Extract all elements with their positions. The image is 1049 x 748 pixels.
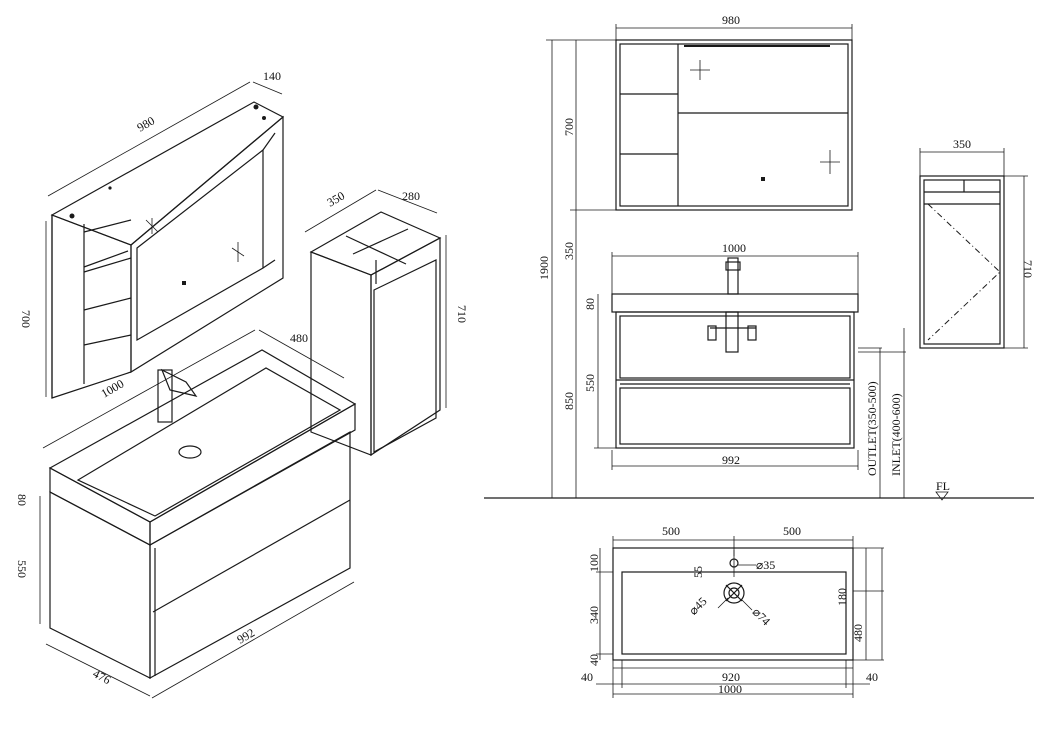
front-mirror-sensor bbox=[761, 177, 765, 181]
side-door-swing bbox=[927, 203, 1001, 341]
iso-side-dims bbox=[304, 189, 447, 408]
front-gap: 350 bbox=[562, 242, 576, 260]
iso-side-depth: 280 bbox=[402, 189, 420, 203]
front-outlet: OUTLET(350-500) bbox=[865, 381, 879, 476]
plan-top-margin: 100 bbox=[587, 554, 601, 572]
front-faucet bbox=[707, 257, 757, 353]
floor-marker bbox=[935, 491, 949, 501]
iso-vanity-width: 1000 bbox=[99, 376, 127, 400]
plan-right-margin: 40 bbox=[866, 670, 878, 684]
front-vanity-width: 1000 bbox=[722, 241, 746, 255]
iso-top-thickness: 80 bbox=[15, 494, 29, 506]
plan-drain-hole-label: ⌀45 bbox=[686, 594, 710, 618]
iso-faucet bbox=[157, 368, 198, 423]
front-top-thickness: 80 bbox=[583, 298, 597, 310]
plan-right-total: 480 bbox=[851, 624, 865, 642]
side-height: 710 bbox=[1021, 260, 1035, 278]
front-inlet: INLET(400-600) bbox=[889, 393, 903, 476]
iso-mirror-depth: 140 bbox=[263, 69, 281, 83]
plan-left-half: 500 bbox=[662, 524, 680, 538]
iso-bottom-depth: 476 bbox=[91, 666, 113, 687]
plan-tap-hole-label: ⌀35 bbox=[756, 558, 775, 572]
mirror-screws bbox=[69, 104, 266, 219]
plan-drain-outer-label: ⌀74 bbox=[750, 605, 774, 629]
iso-vanity-dims bbox=[39, 329, 355, 699]
iso-vanity-depth: 480 bbox=[290, 331, 308, 345]
mirror-sparkles bbox=[145, 218, 245, 262]
plan-tap-offset: 55 bbox=[691, 566, 705, 578]
iso-mirror-width: 980 bbox=[135, 113, 158, 134]
iso-side-width: 350 bbox=[325, 188, 348, 209]
front-mirror bbox=[615, 39, 853, 211]
front-mirror-sparkles bbox=[690, 60, 840, 174]
iso-drawer-height: 550 bbox=[15, 560, 29, 578]
iso-drain bbox=[178, 445, 202, 459]
plan-inner-width: 920 bbox=[722, 670, 740, 684]
plan-basin-depth: 340 bbox=[587, 606, 601, 624]
side-dims bbox=[919, 148, 1028, 349]
front-vanity-height: 850 bbox=[562, 392, 576, 410]
front-vanity bbox=[611, 293, 859, 449]
iso-vanity bbox=[48, 349, 357, 680]
front-mirror-height: 700 bbox=[562, 118, 576, 136]
plan-right-half: 500 bbox=[783, 524, 801, 538]
front-mirror-width: 980 bbox=[722, 13, 740, 27]
plan-drain bbox=[723, 582, 745, 604]
front-bottom-width: 992 bbox=[722, 453, 740, 467]
iso-mirror-dims bbox=[45, 81, 283, 397]
iso-side-cabinet bbox=[309, 211, 442, 457]
plan-top bbox=[612, 547, 854, 661]
iso-side-height: 710 bbox=[455, 305, 469, 323]
plan-dims bbox=[596, 536, 884, 698]
plan-total-width: 1000 bbox=[718, 682, 742, 696]
plan-left-margin: 40 bbox=[581, 670, 593, 684]
mirror-led-sensor bbox=[182, 281, 186, 285]
iso-bottom-width: 992 bbox=[235, 625, 258, 646]
front-drawer-height: 550 bbox=[583, 374, 597, 392]
front-vanity-dims bbox=[575, 252, 906, 498]
side-cabinet-elevation bbox=[919, 175, 1005, 349]
iso-mirror-cabinet bbox=[50, 101, 285, 399]
floor-label: FL bbox=[936, 479, 950, 493]
front-total-height: 1900 bbox=[537, 256, 551, 280]
plan-right-upper: 180 bbox=[835, 588, 849, 606]
plan-bottom-margin: 40 bbox=[587, 654, 601, 666]
front-mirror-dims bbox=[546, 24, 853, 498]
side-width: 350 bbox=[953, 137, 971, 151]
iso-mirror-height: 700 bbox=[19, 310, 33, 328]
